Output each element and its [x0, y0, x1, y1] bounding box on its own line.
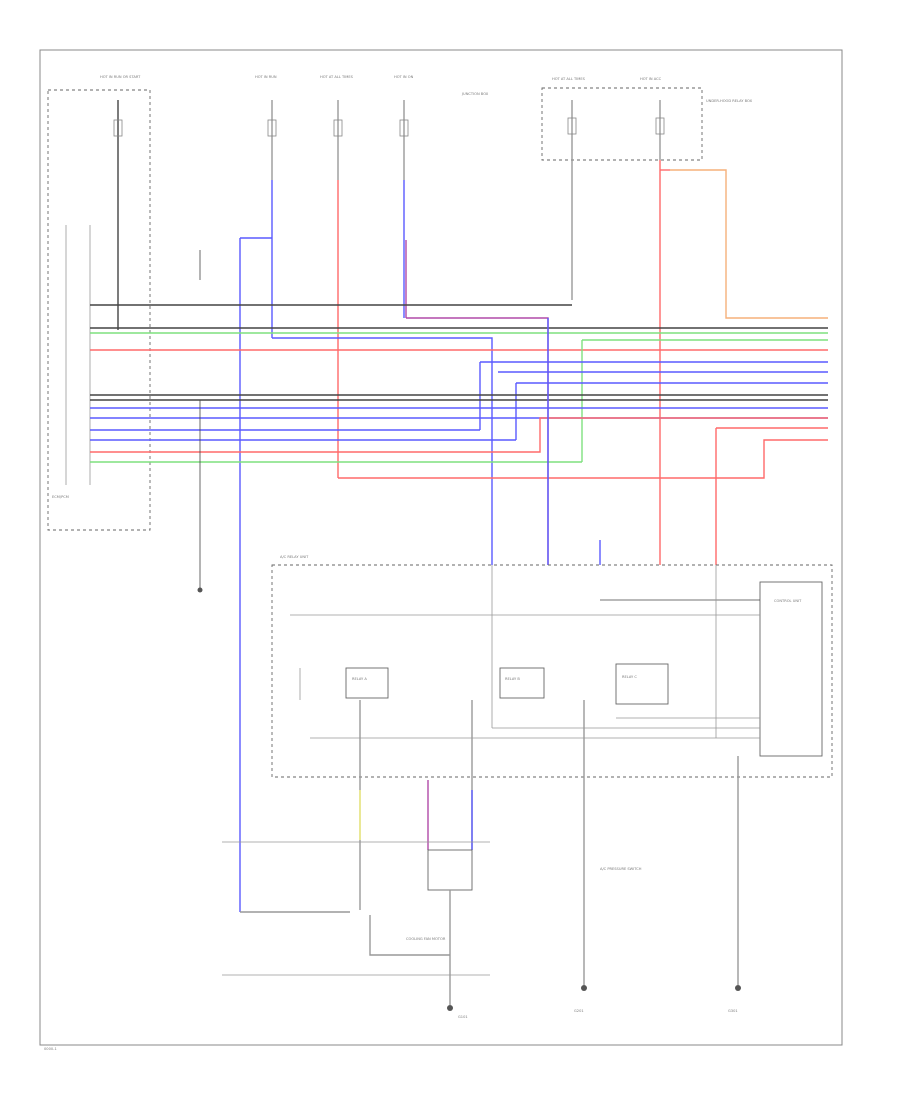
motor-label: COOLING FAN MOTOR: [406, 937, 446, 941]
svg-text:HOT AT ALL TIMES: HOT AT ALL TIMES: [320, 75, 354, 79]
left-module-box: [47, 89, 151, 531]
svg-text:RELAY A: RELAY A: [352, 677, 367, 681]
left-ground-dot: [197, 587, 203, 593]
svg-text:HOT IN RUN: HOT IN RUN: [255, 75, 277, 79]
junction-box-label: JUNCTION BOX: [461, 92, 489, 96]
relay-box-dashed: [541, 87, 703, 161]
svg-text:HOT IN ON: HOT IN ON: [394, 75, 414, 79]
fuse-column-4: HOT IN ON: [394, 75, 414, 180]
orange-wire-1: [670, 169, 828, 319]
svg-text:RELAY C: RELAY C: [622, 675, 637, 679]
bus-red-4: [715, 427, 828, 565]
figure-id: 0000-1: [44, 1047, 57, 1051]
motor-return: [369, 915, 450, 956]
diagram-frame: [39, 49, 843, 1046]
bus-red-3: [338, 439, 828, 479]
bus-blue-1: [272, 337, 493, 565]
fuse-column-6: HOT IN ACC: [640, 77, 665, 160]
svg-text:HOT IN RUN OR START: HOT IN RUN OR START: [100, 75, 141, 79]
relay-b: RELAY B: [499, 667, 545, 699]
fuse-column-5: HOT AT ALL TIMES: [552, 77, 586, 300]
relay-unit-label: A/C RELAY UNIT: [280, 555, 309, 559]
bus-red-2: [90, 417, 828, 453]
control-unit-box: [759, 581, 823, 757]
svg-text:G201: G201: [574, 1009, 584, 1013]
ground-2: G201: [574, 985, 587, 1013]
motor-box: [427, 849, 473, 891]
switch-note: A/C PRESSURE SWITCH: [600, 867, 642, 871]
control-unit-label: CONTROL UNIT: [774, 599, 802, 603]
fuse-column-2: HOT IN RUN: [255, 75, 277, 180]
fuse-column-1: HOT IN RUN OR START: [100, 75, 141, 330]
bus-green-2: [581, 339, 828, 462]
relay-a: RELAY A: [299, 667, 389, 700]
ground-1: G101: [447, 1005, 468, 1019]
svg-text:G101: G101: [458, 1015, 468, 1019]
relay-box-note: UNDER-HOOD RELAY BOX: [706, 99, 753, 103]
svg-text:HOT IN ACC: HOT IN ACC: [640, 77, 662, 81]
svg-text:HOT AT ALL TIMES: HOT AT ALL TIMES: [552, 77, 586, 81]
ground-3: G301: [728, 985, 741, 1013]
bus-blue-4: [515, 382, 828, 440]
violet-drop-2: [406, 317, 549, 565]
relay-unit-box: [271, 564, 833, 778]
relay-c: RELAY C: [615, 663, 669, 705]
svg-text:G301: G301: [728, 1009, 738, 1013]
left-module-label: ECM/PCM: [52, 495, 69, 499]
fuse-column-3: HOT AT ALL TIMES: [320, 75, 354, 180]
svg-text:RELAY B: RELAY B: [505, 677, 520, 681]
